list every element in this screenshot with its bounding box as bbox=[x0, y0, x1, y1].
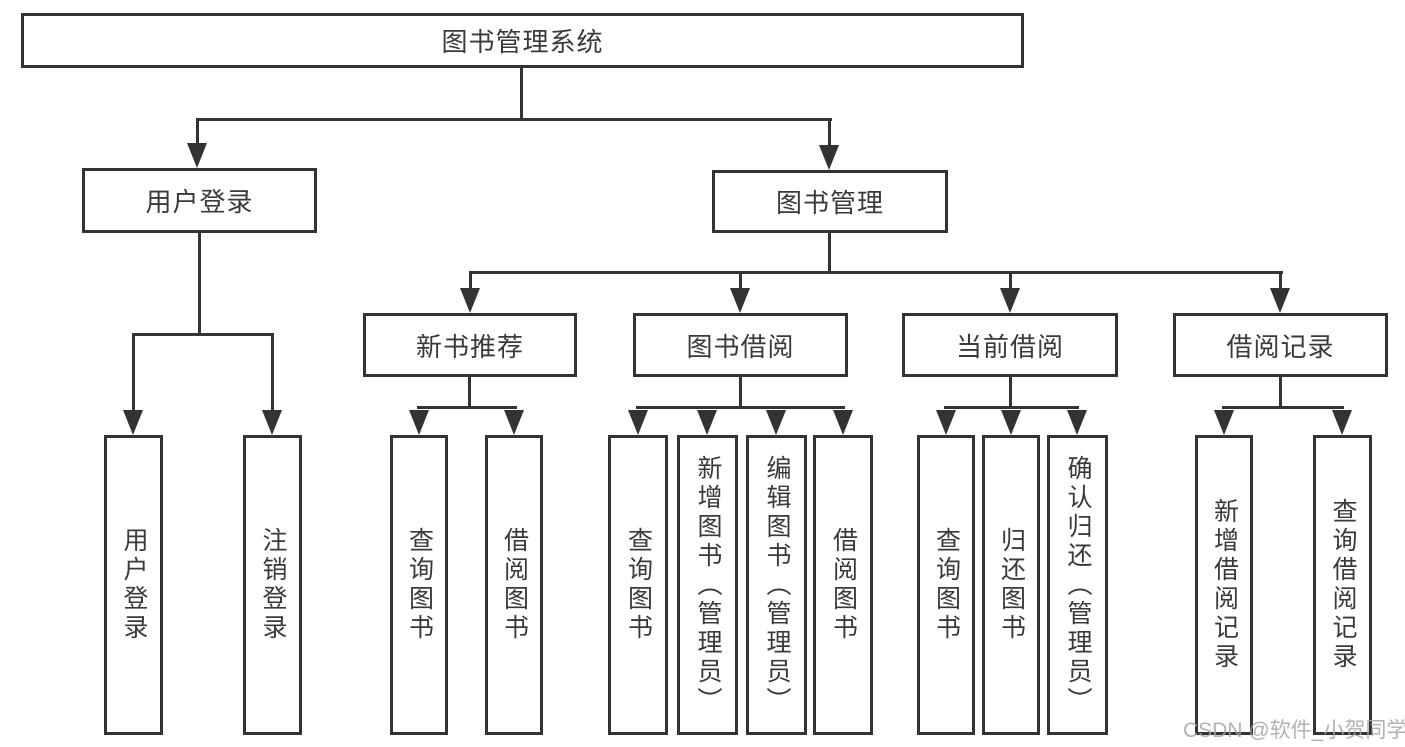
leaf-confirm-return-admin: 确认归还（管理员） bbox=[1047, 435, 1108, 735]
leaf-label: 编辑图书（管理员） bbox=[763, 454, 791, 716]
leaf-return-books: 归还图书 bbox=[982, 435, 1040, 735]
arrow-down-icon bbox=[697, 410, 717, 435]
arrow-down-icon bbox=[460, 288, 480, 313]
node-book-borrowing: 图书借阅 bbox=[633, 313, 848, 377]
arrow-down-icon bbox=[628, 410, 648, 435]
leaf-borrow-books: 借阅图书 bbox=[813, 435, 873, 735]
arrow-down-icon bbox=[1332, 410, 1352, 435]
leaf-label: 注销登录 bbox=[259, 527, 287, 643]
node-borrowing-records: 借阅记录 bbox=[1173, 313, 1388, 377]
leaf-label: 新增借阅记录 bbox=[1210, 498, 1239, 672]
connector-line bbox=[739, 377, 742, 409]
arrow-down-icon bbox=[766, 410, 786, 435]
csdn-watermark: CSDN @软件_小贺同学 bbox=[1183, 719, 1405, 742]
leaf-add-borrowing-record: 新增借阅记录 bbox=[1195, 435, 1253, 735]
connector-line bbox=[1279, 377, 1282, 409]
connector-line bbox=[196, 118, 832, 121]
leaf-label: 查询图书 bbox=[624, 527, 653, 643]
connector-line bbox=[469, 271, 1283, 274]
connector-line bbox=[828, 118, 831, 147]
leaf-logout: 注销登录 bbox=[243, 435, 302, 735]
node-current-borrowing: 当前借阅 bbox=[902, 313, 1118, 377]
leaf-label: 归还图书 bbox=[997, 527, 1026, 643]
leaf-label: 借阅图书 bbox=[829, 527, 858, 643]
connector-line bbox=[417, 406, 517, 409]
arrow-down-icon bbox=[1000, 288, 1020, 313]
leaf-edit-books-admin: 编辑图书（管理员） bbox=[746, 435, 807, 735]
arrow-down-icon bbox=[1270, 288, 1290, 313]
connector-line bbox=[271, 333, 274, 410]
arrow-down-icon bbox=[819, 145, 839, 170]
connector-line bbox=[1009, 271, 1012, 290]
leaf-label: 查询图书 bbox=[405, 527, 434, 643]
arrow-down-icon bbox=[1067, 410, 1087, 435]
connector-line bbox=[739, 271, 742, 290]
arrow-down-icon bbox=[262, 410, 282, 435]
node-book-management: 图书管理 bbox=[712, 170, 948, 233]
leaf-add-books-admin: 新增图书（管理员） bbox=[677, 435, 738, 735]
connector-line bbox=[196, 118, 199, 145]
arrow-down-icon bbox=[187, 143, 207, 168]
connector-line bbox=[636, 406, 845, 409]
arrow-down-icon bbox=[1001, 410, 1021, 435]
leaf-user-login: 用户登录 bbox=[104, 435, 163, 735]
connector-line bbox=[1009, 377, 1012, 409]
connector-line bbox=[944, 406, 1079, 409]
arrow-down-icon bbox=[123, 410, 143, 435]
connector-line bbox=[469, 271, 472, 290]
arrow-down-icon bbox=[833, 410, 853, 435]
node-user-login: 用户登录 bbox=[82, 168, 317, 233]
leaf-label: 新增图书（管理员） bbox=[694, 454, 722, 716]
arrow-down-icon bbox=[409, 410, 429, 435]
leaf-label: 确认归还（管理员） bbox=[1064, 454, 1092, 716]
connector-line bbox=[520, 67, 523, 119]
connector-line bbox=[468, 377, 471, 409]
leaf-query-books: 查询图书 bbox=[608, 435, 668, 735]
connector-line bbox=[132, 333, 135, 410]
leaf-label: 借阅图书 bbox=[500, 527, 529, 643]
leaf-borrow-books: 借阅图书 bbox=[485, 435, 543, 735]
connector-line bbox=[828, 233, 831, 274]
arrow-down-icon bbox=[504, 410, 524, 435]
leaf-query-books: 查询图书 bbox=[390, 435, 448, 735]
leaf-query-books: 查询图书 bbox=[917, 435, 975, 735]
connector-line bbox=[198, 233, 201, 336]
leaf-label: 查询借阅记录 bbox=[1329, 498, 1357, 672]
leaf-label: 查询图书 bbox=[932, 527, 961, 643]
arrow-down-icon bbox=[1214, 410, 1234, 435]
arrow-down-icon bbox=[936, 410, 956, 435]
leaf-query-borrowing-record: 查询借阅记录 bbox=[1313, 435, 1372, 735]
node-library-management-system: 图书管理系统 bbox=[21, 13, 1024, 68]
connector-line bbox=[1279, 271, 1282, 290]
arrow-down-icon bbox=[730, 288, 750, 313]
connector-line bbox=[1222, 406, 1344, 409]
connector-line bbox=[132, 333, 274, 336]
leaf-label: 用户登录 bbox=[120, 527, 148, 643]
node-new-book-recommendation: 新书推荐 bbox=[363, 313, 577, 377]
